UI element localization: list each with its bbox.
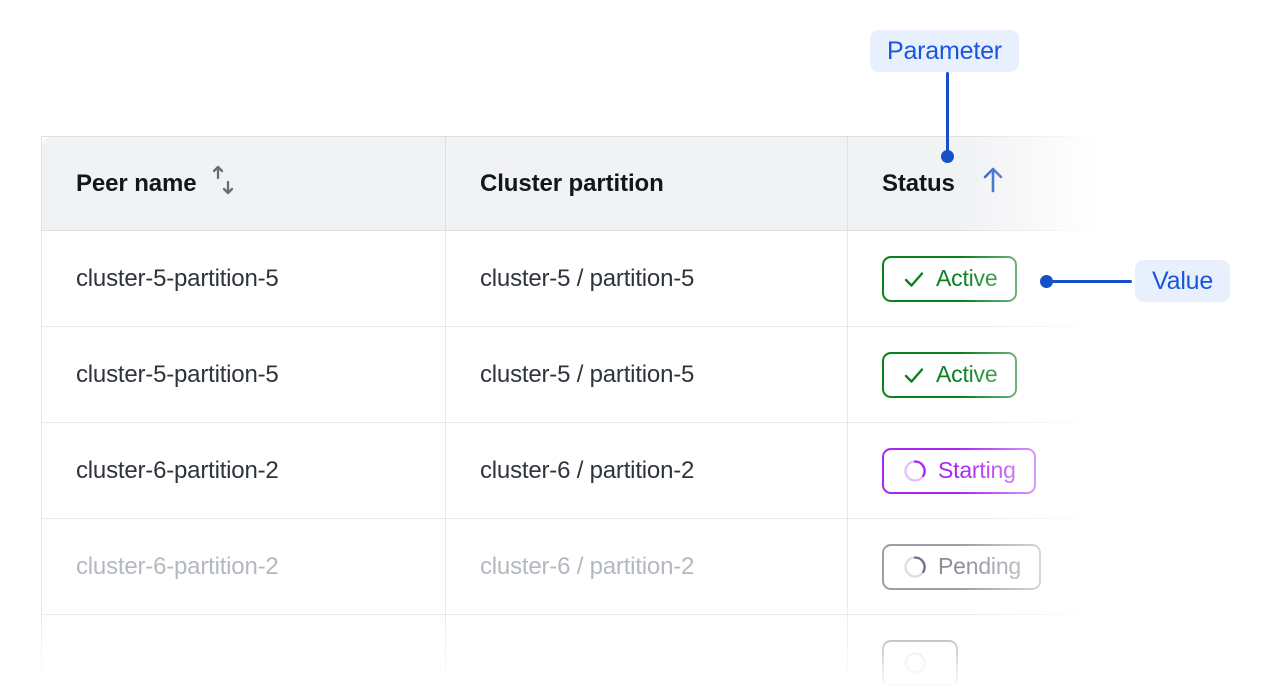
cell-cluster-partition: cluster-6 / partition-2: [445, 422, 848, 519]
annotation-connector-parameter: [946, 72, 949, 158]
annotation-callout-parameter: Parameter: [870, 30, 1019, 72]
table-row[interactable]: cluster-6-partition-2 cluster-6 / partit…: [41, 518, 1101, 615]
cell-status: Pending: [847, 518, 1101, 615]
column-header-peer-name[interactable]: Peer name: [41, 136, 446, 231]
column-header-label: Cluster partition: [480, 169, 664, 197]
status-badge: Starting: [882, 447, 1036, 494]
spinner-icon: [902, 650, 928, 676]
status-badge-label: Pending: [938, 553, 1022, 579]
table-row[interactable]: cluster-5-partition-5 cluster-5 / partit…: [41, 326, 1101, 423]
peer-table: Peer name Cluster partition: [41, 136, 1101, 688]
cell-peer-name: cluster-6-partition-2: [41, 518, 446, 615]
table-row[interactable]: cluster-5-partition-5 cluster-5 / partit…: [41, 230, 1101, 327]
sort-updown-icon[interactable]: [211, 165, 237, 202]
cell-peer-name: [41, 614, 446, 688]
annotation-callout-value: Value: [1135, 260, 1231, 302]
table-row[interactable]: [41, 614, 1101, 688]
status-badge-label: Active: [936, 361, 998, 387]
cell-cluster-partition: cluster-6 / partition-2: [445, 518, 848, 615]
status-badge: [882, 639, 958, 686]
cell-status: Starting: [847, 422, 1101, 519]
cell-cluster-partition: cluster-5 / partition-5: [445, 326, 848, 423]
spinner-icon: [902, 554, 928, 580]
table-row[interactable]: cluster-6-partition-2 cluster-6 / partit…: [41, 422, 1101, 519]
column-header-cluster-partition[interactable]: Cluster partition: [445, 136, 848, 231]
spinner-icon: [902, 458, 928, 484]
cell-peer-name: cluster-5-partition-5: [41, 230, 446, 327]
arrow-up-icon[interactable]: [981, 166, 1005, 201]
status-badge: Active: [882, 255, 1018, 302]
annotation-connector-value: [1052, 280, 1132, 283]
status-badge: Pending: [882, 543, 1042, 590]
cell-status: Active: [847, 230, 1101, 327]
check-icon: [902, 363, 926, 387]
table-header: Peer name Cluster partition: [41, 136, 1101, 231]
column-header-status[interactable]: Status: [847, 136, 1101, 231]
cell-peer-name: cluster-5-partition-5: [41, 326, 446, 423]
annotation-dot-value: [1040, 275, 1053, 288]
column-header-label: Status: [882, 169, 955, 197]
check-icon: [902, 267, 926, 291]
table-header-row: Peer name Cluster partition: [41, 136, 1101, 231]
cell-peer-name: cluster-6-partition-2: [41, 422, 446, 519]
cell-status: [847, 614, 1101, 688]
annotation-dot-parameter: [941, 150, 954, 163]
cell-status: Active: [847, 326, 1101, 423]
table-body: cluster-5-partition-5 cluster-5 / partit…: [41, 230, 1101, 688]
status-badge-label: Active: [936, 265, 998, 291]
cell-cluster-partition: [445, 614, 848, 688]
peer-table-container: Peer name Cluster partition: [41, 136, 1101, 688]
cell-cluster-partition: cluster-5 / partition-5: [445, 230, 848, 327]
column-header-label: Peer name: [76, 169, 197, 197]
status-badge: Active: [882, 351, 1018, 398]
status-badge-label: Starting: [938, 457, 1016, 483]
